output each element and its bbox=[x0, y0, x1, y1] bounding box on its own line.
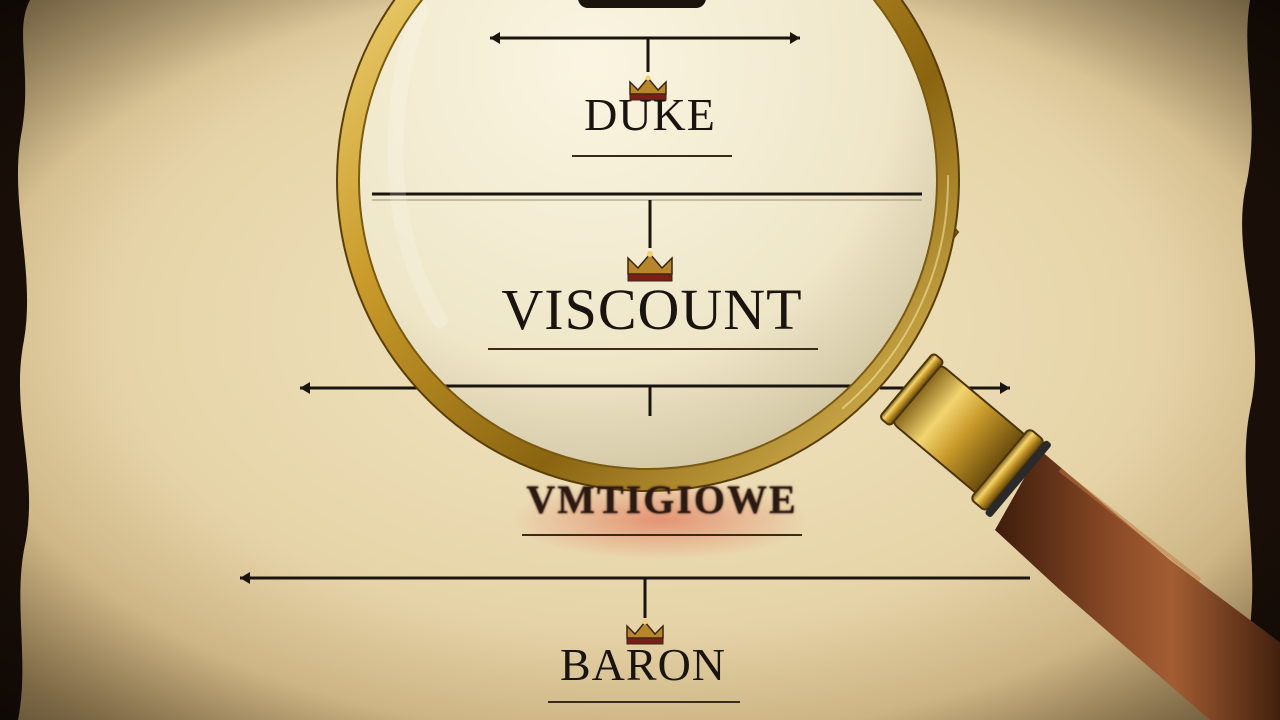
crown-icon bbox=[627, 251, 673, 282]
crown-icon bbox=[626, 619, 664, 645]
rank-label-duke: DUKE bbox=[584, 89, 716, 140]
crown-icon bbox=[629, 75, 667, 101]
garbled-rank-label: VMTIGIOWE bbox=[526, 477, 798, 522]
rank-label-baron: BARON bbox=[559, 639, 727, 690]
rank-label-viscount: VISCOUNT bbox=[501, 277, 803, 342]
magnifying-glass-icon bbox=[336, 0, 960, 492]
